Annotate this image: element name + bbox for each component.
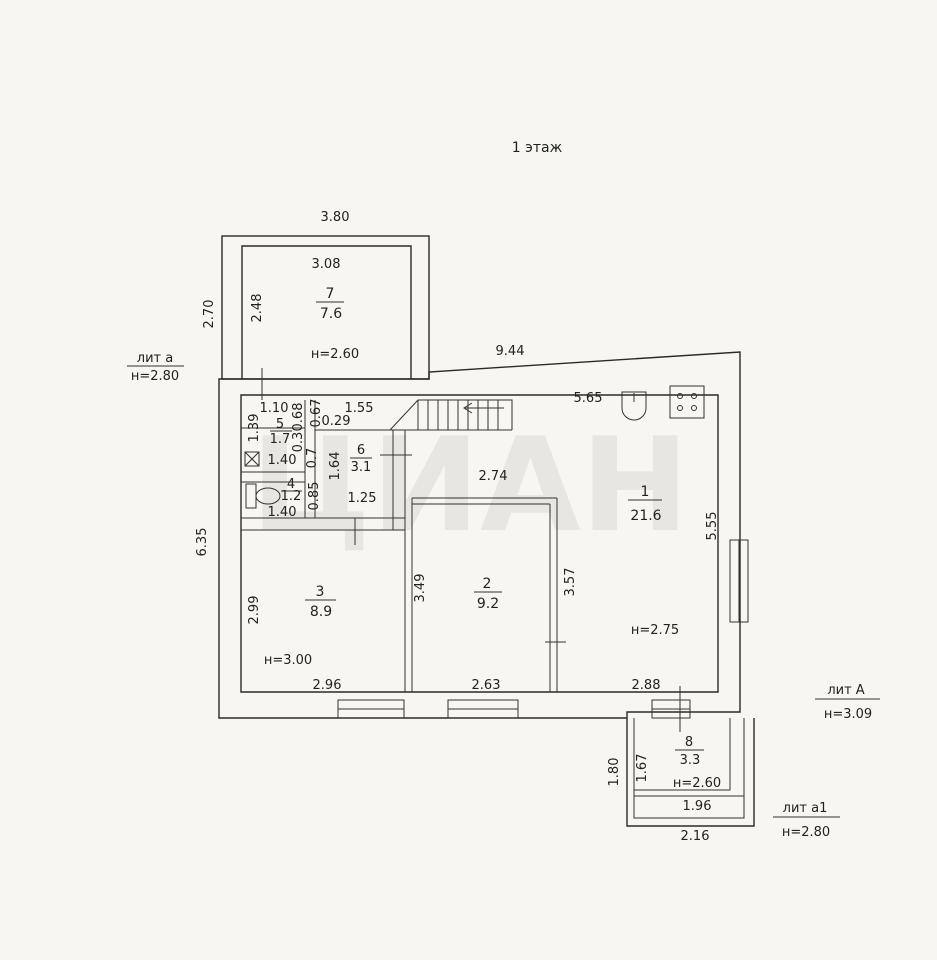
dim-label: 9.44 (496, 344, 525, 359)
boiler-icon (244, 451, 260, 467)
dim-label: 1.40 (268, 453, 297, 468)
dim-label: 1.67 (635, 754, 650, 783)
lit-A-name: лит А (827, 683, 864, 698)
dim-label: 3.08 (312, 257, 341, 272)
room-area: 1.7 (270, 432, 291, 447)
dim-label: 3.49 (413, 574, 428, 603)
dim-label: 2.48 (250, 294, 265, 323)
dim-label: 2.88 (632, 678, 661, 693)
room-number: 6 (357, 443, 365, 458)
dim-label: 1.64 (328, 452, 343, 481)
watermark-logo: ЦИАН (251, 409, 690, 561)
dim-label: 1.40 (268, 505, 297, 520)
walls (218, 235, 755, 827)
room-number: 1 (641, 484, 650, 500)
room-area: 1.2 (281, 489, 302, 504)
room-area: 9.2 (477, 596, 499, 612)
dim-label: 5.65 (574, 391, 603, 406)
stove-icon (669, 385, 705, 419)
dim-label: 1.80 (607, 758, 622, 787)
staircase (389, 399, 513, 431)
room-number: 4 (287, 477, 295, 492)
room-1: 1 21.6 н=2.75 (628, 484, 679, 638)
dim-label: 1.39 (247, 414, 262, 443)
room-height: н=3.00 (264, 653, 312, 668)
dim-label: 1.55 (345, 401, 374, 416)
room-4: 4 1.2 (281, 477, 302, 504)
dim-label: 3.80 (321, 210, 350, 225)
toilet-icon (245, 483, 281, 509)
dim-label: 6.35 (195, 528, 210, 557)
room-area: 21.6 (630, 508, 661, 524)
dim-label: 0.3 (291, 432, 306, 453)
dim-label: 2.96 (313, 678, 342, 693)
dim-label: 0.68 (291, 403, 306, 432)
dim-label: 1.25 (348, 491, 377, 506)
dim-label: 2.99 (247, 596, 262, 625)
dim-label: 2.70 (202, 300, 217, 329)
dimension-labels: 3.80 3.08 9.44 5.65 2.74 2.96 2.63 2.88 … (195, 210, 720, 844)
dim-label: 3.57 (563, 568, 578, 597)
lit-a-height: н=2.80 (131, 369, 179, 384)
room-3: 3 8.9 н=3.00 (264, 584, 336, 668)
room-6: 6 3.1 (350, 443, 372, 475)
room-area: 7.6 (320, 306, 342, 322)
dim-label: 0.29 (322, 414, 351, 429)
lit-a-name: лит а (137, 351, 173, 366)
room-8: 8 3.3 н=2.60 (673, 735, 721, 791)
room-height: н=2.75 (631, 623, 679, 638)
room-number: 7 (326, 286, 335, 302)
lit-A-height: н=3.09 (824, 707, 872, 722)
lit-a1-height: н=2.80 (782, 825, 830, 840)
room-number: 3 (316, 584, 325, 600)
room-height: н=2.60 (673, 776, 721, 791)
room-area: 3.3 (680, 753, 701, 768)
room-area: 8.9 (310, 604, 332, 620)
dim-label: 0.85 (307, 482, 322, 511)
room-5: 5 1.7 (270, 417, 292, 447)
sink-icon (621, 391, 647, 421)
room-number: 8 (685, 735, 693, 750)
room-number: 2 (483, 576, 492, 592)
dim-label: 0.7 (305, 448, 320, 469)
lit-a1-name: лит а1 (783, 801, 828, 816)
room-2: 2 9.2 (474, 576, 502, 612)
floor-title: 1 этаж (512, 140, 563, 156)
room-number: 5 (276, 417, 284, 432)
dim-label: 2.63 (472, 678, 501, 693)
dim-label: 5.55 (705, 512, 720, 541)
room-height: н=2.60 (311, 347, 359, 362)
room-area: 3.1 (351, 460, 372, 475)
room-7: 7 7.6 н=2.60 (311, 286, 359, 362)
dim-label: 0.67 (309, 399, 324, 428)
dim-label: 2.16 (681, 829, 710, 844)
dim-label: 1.96 (683, 799, 712, 814)
dim-label: 2.74 (479, 469, 508, 484)
dim-label: 1.10 (260, 401, 289, 416)
